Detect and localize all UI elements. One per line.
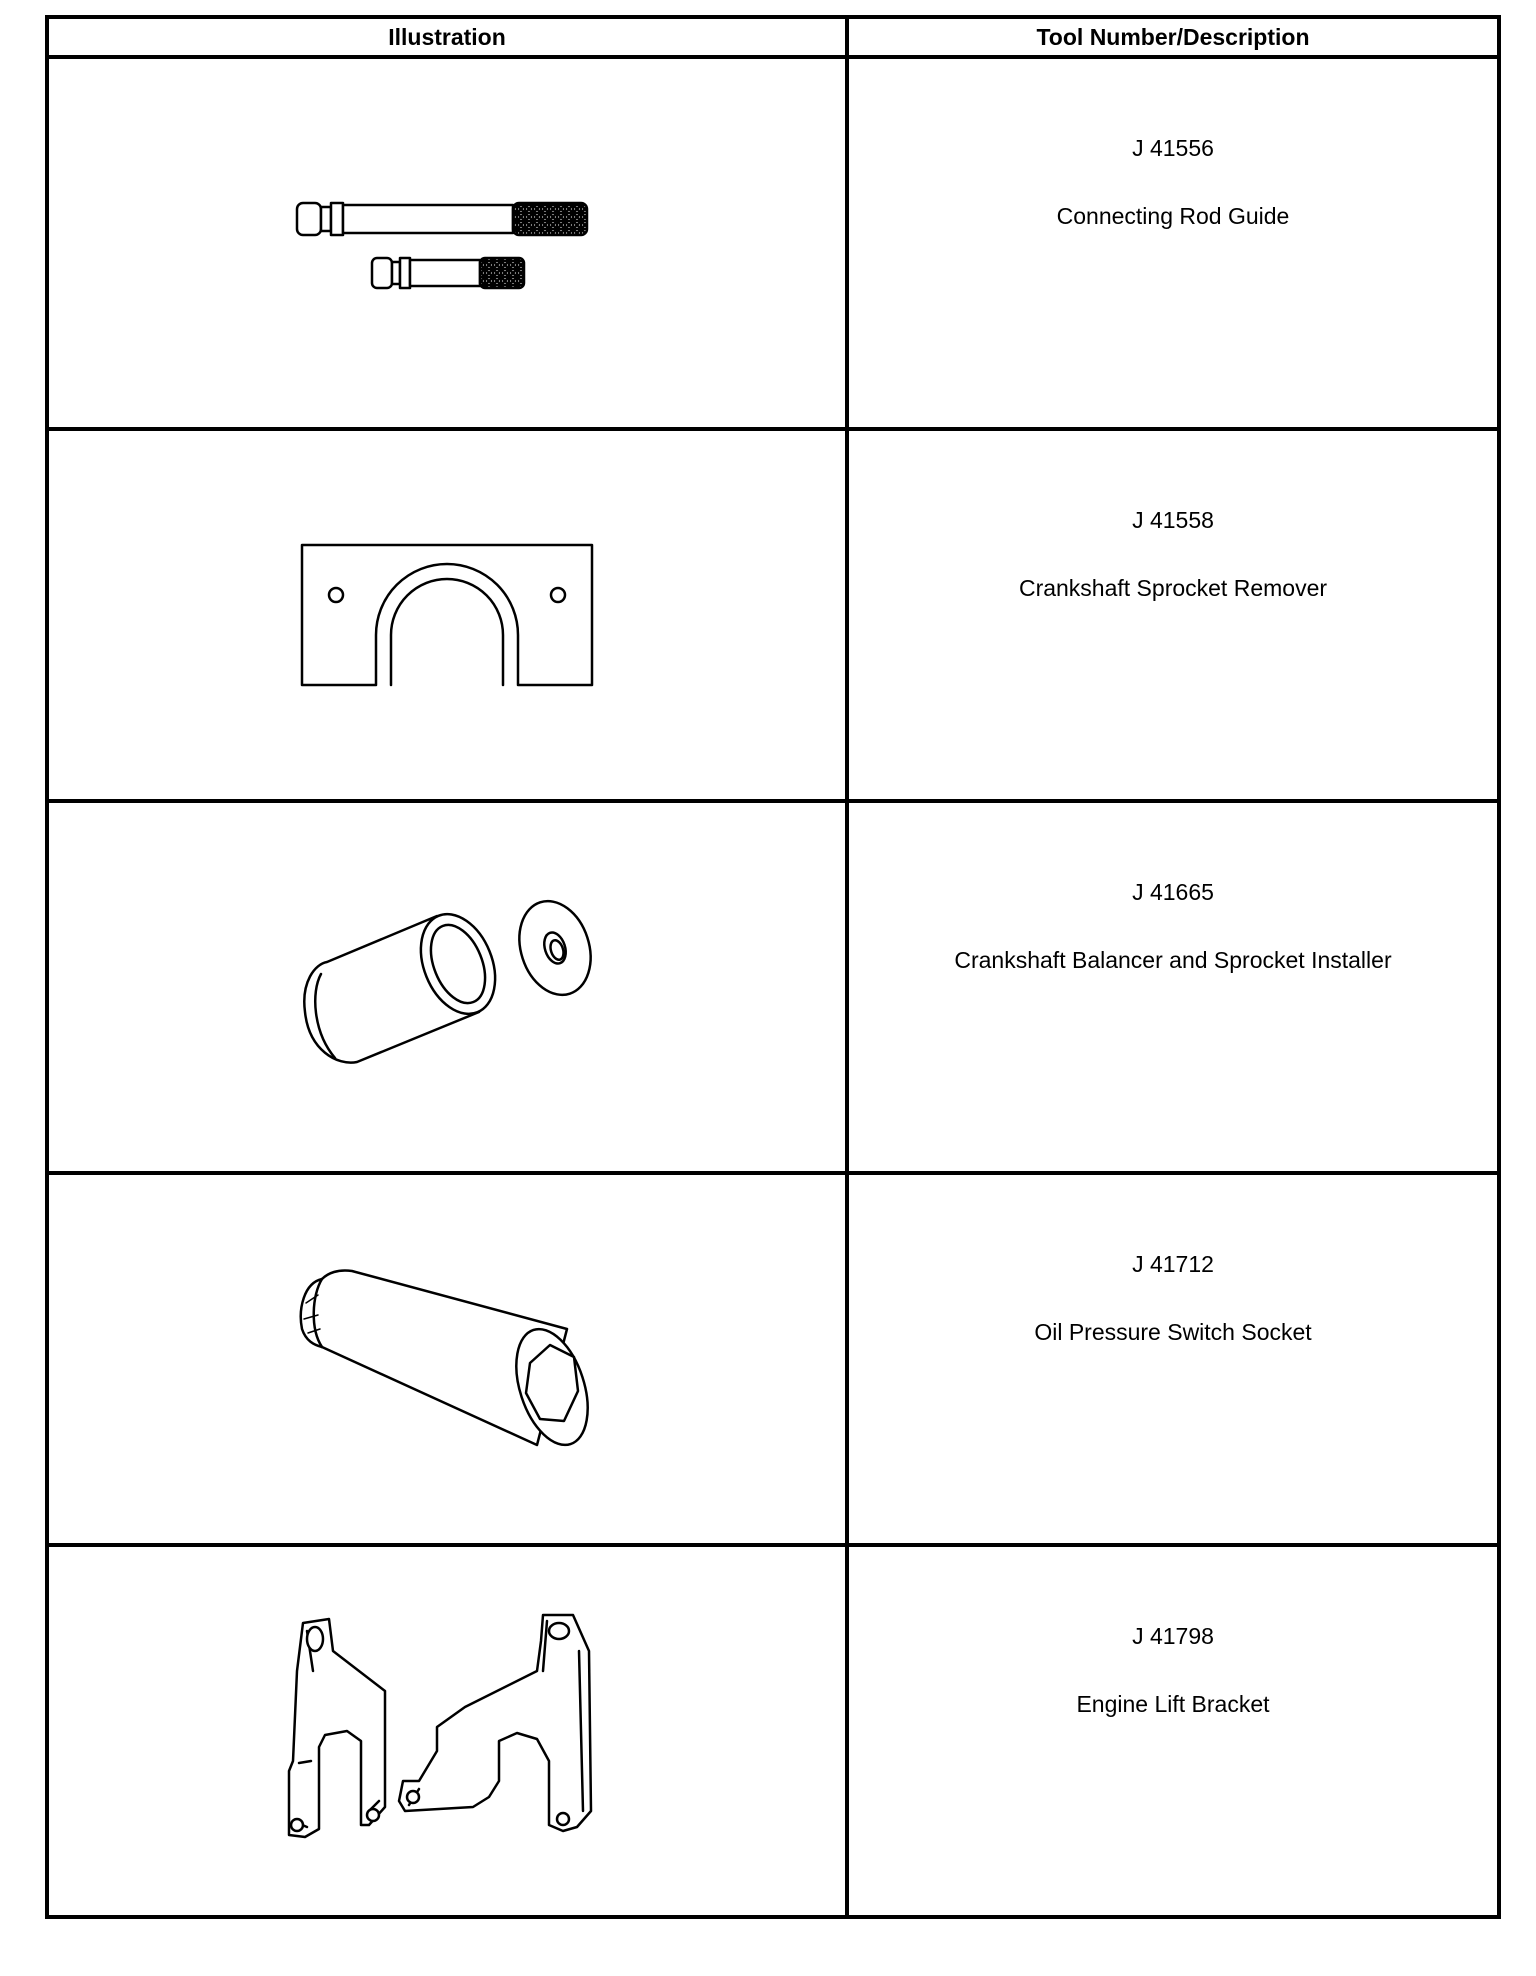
tool-number: J 41798 (1132, 1623, 1214, 1650)
table-row: J 41712 Oil Pressure Switch Socket (45, 1171, 1501, 1547)
illustration-cell (45, 1171, 849, 1547)
header-tool-number-description: Tool Number/Description (845, 15, 1501, 59)
connecting-rod-guide-icon (295, 201, 589, 290)
tool-info-cell: J 41665 Crankshaft Balancer and Sprocket… (845, 799, 1501, 1175)
tool-info-cell: J 41712 Oil Pressure Switch Socket (845, 1171, 1501, 1547)
tool-number: J 41665 (1132, 879, 1214, 906)
tool-description: Crankshaft Sprocket Remover (1018, 575, 1328, 601)
tool-description: Oil Pressure Switch Socket (1034, 1319, 1312, 1345)
tool-info-cell: J 41558 Crankshaft Sprocket Remover (845, 427, 1501, 803)
tool-description: Crankshaft Balancer and Sprocket Install… (954, 947, 1392, 973)
table-row: J 41798 Engine Lift Bracket (45, 1543, 1501, 1919)
engine-lift-bracket-icon (287, 1613, 593, 1839)
tool-number: J 41712 (1132, 1251, 1214, 1278)
illustration-cell (45, 55, 849, 431)
table-row: J 41556 Connecting Rod Guide (45, 55, 1501, 431)
header-illustration: Illustration (45, 15, 849, 59)
tool-info-cell: J 41798 Engine Lift Bracket (845, 1543, 1501, 1919)
illustration-cell (45, 1543, 849, 1919)
oil-pressure-switch-socket-icon (299, 1269, 589, 1447)
balancer-sprocket-installer-icon (303, 899, 592, 1064)
table-row: J 41558 Crankshaft Sprocket Remover (45, 427, 1501, 803)
tool-info-cell: J 41556 Connecting Rod Guide (845, 55, 1501, 431)
tool-number: J 41558 (1132, 507, 1214, 534)
table-header-row: Illustration Tool Number/Description (45, 15, 1501, 59)
tool-description: Engine Lift Bracket (1076, 1691, 1270, 1717)
tool-description: Connecting Rod Guide (1056, 203, 1290, 229)
tool-number: J 41556 (1132, 135, 1214, 162)
crankshaft-sprocket-remover-icon (300, 543, 594, 687)
table-row: J 41665 Crankshaft Balancer and Sprocket… (45, 799, 1501, 1175)
special-tools-table: Illustration Tool Number/Description (45, 15, 1501, 1919)
illustration-cell (45, 799, 849, 1175)
illustration-cell (45, 427, 849, 803)
